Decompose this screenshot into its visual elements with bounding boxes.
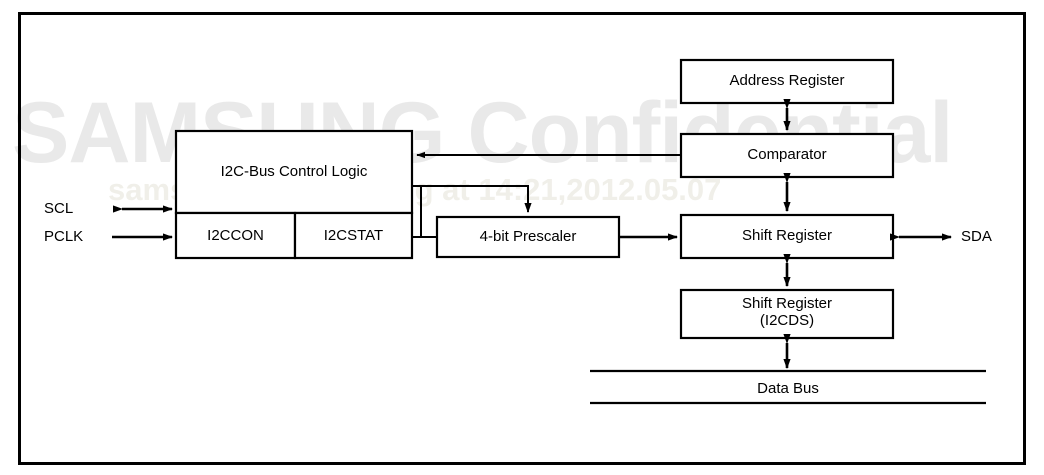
prescaler-box (435, 215, 621, 259)
control-logic-box (174, 129, 414, 215)
control-logic-label: I2C-Bus Control Logic (220, 163, 368, 180)
data-bus-label: Data Bus (757, 380, 819, 397)
i2cstat-box (293, 211, 414, 260)
control-logic-to-prescaler (412, 185, 532, 213)
comparator-label: Comparator (747, 146, 827, 163)
sda-pin-label: SDA (961, 228, 992, 245)
shift-register-i2cds-label: Shift Register (I2CDS) (681, 295, 893, 329)
i2cstat-label: I2CSTAT (323, 227, 384, 244)
diagram-frame (18, 12, 1026, 465)
shift-register-i2cds-line1: Shift Register (741, 295, 833, 312)
i2ccon-label: I2CCON (207, 227, 264, 244)
i2ccon-box (174, 211, 297, 260)
shift-register-box (679, 213, 895, 260)
comparator-box (679, 132, 895, 179)
pclk-pin-label: PCLK (44, 228, 84, 245)
shift-register-i2cds-line2: (I2CDS) (759, 311, 815, 329)
prescaler-label: 4-bit Prescaler (479, 228, 577, 245)
scl-pin-label: SCL (44, 200, 74, 217)
address-register-label: Address Register (729, 72, 845, 89)
shift-register-label: Shift Register (741, 227, 833, 244)
shift-register-i2cds-box (679, 288, 895, 340)
